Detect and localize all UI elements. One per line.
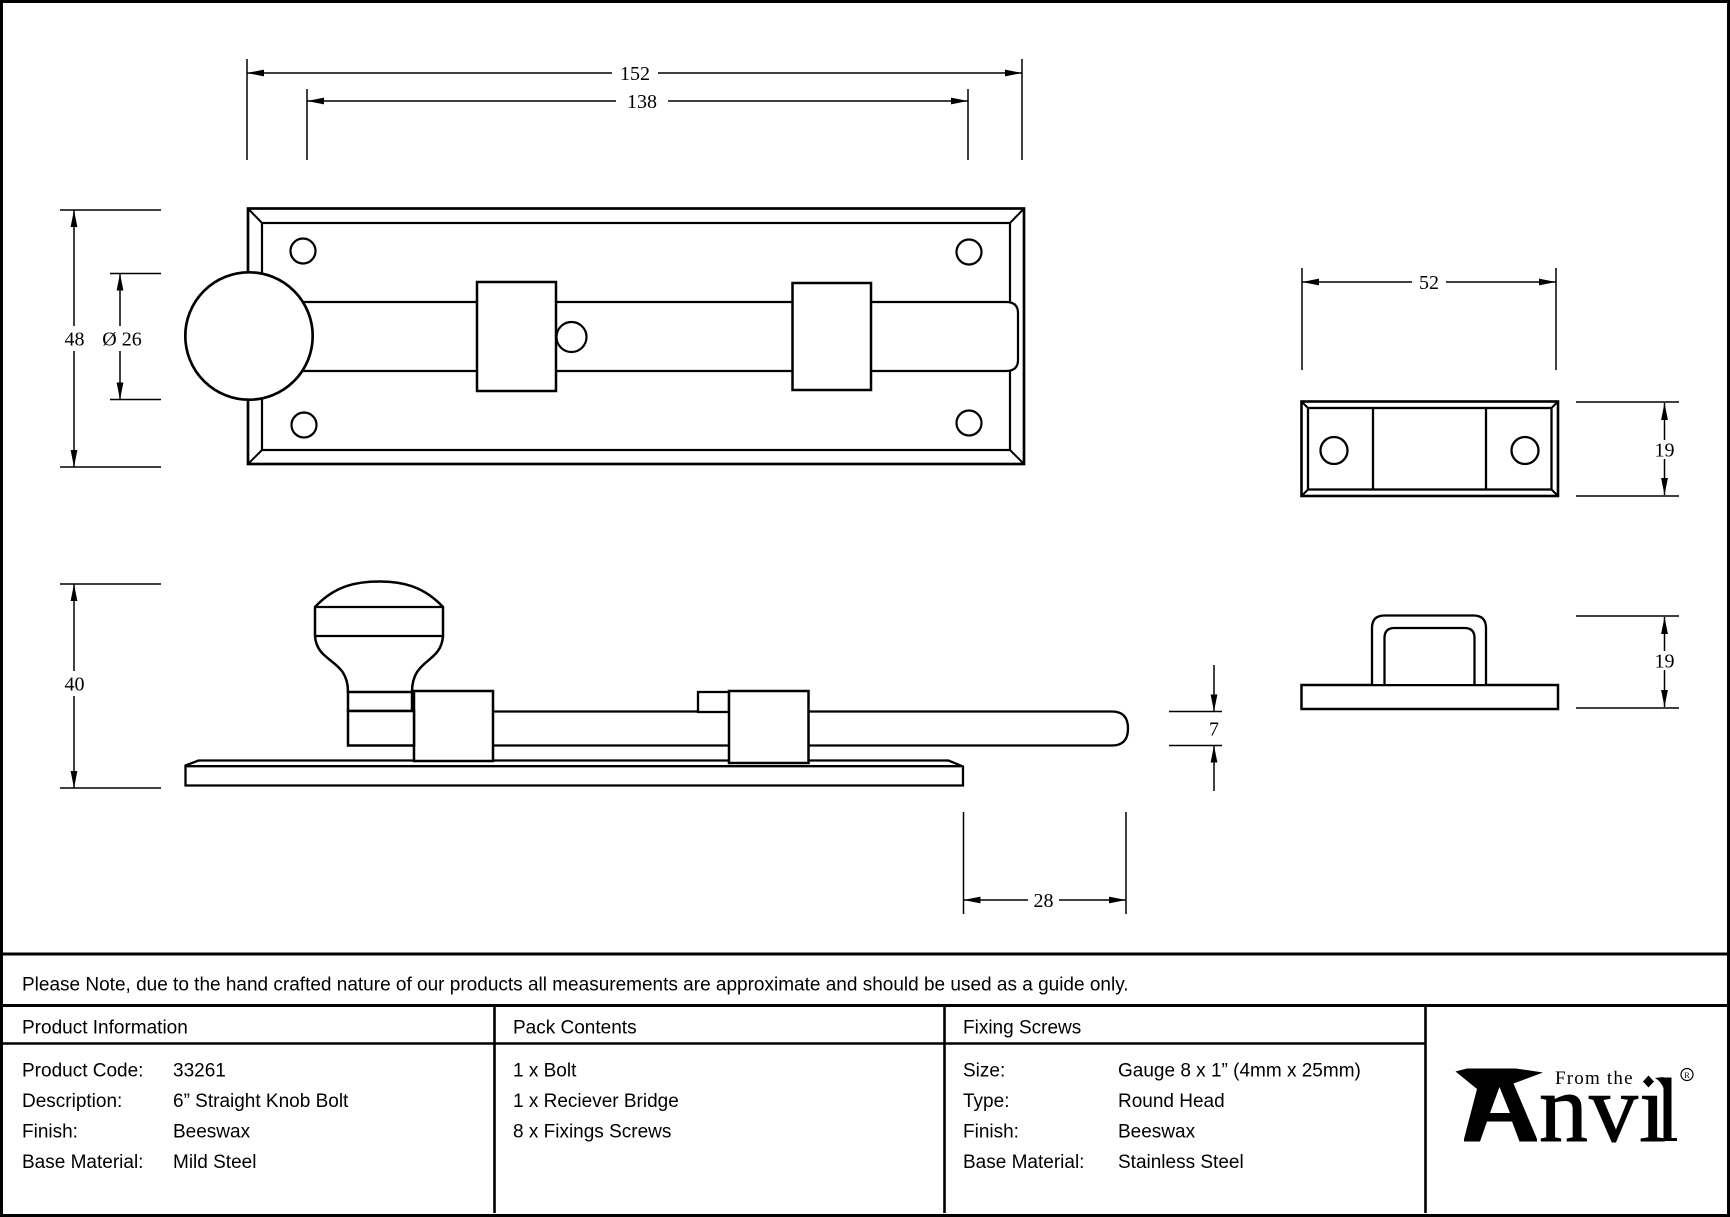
svg-text:40: 40	[65, 673, 85, 695]
svg-text:52: 52	[1419, 272, 1439, 294]
svg-text:Type:: Type:	[963, 1091, 1009, 1112]
svg-text:Fixing Screws: Fixing Screws	[963, 1018, 1081, 1039]
svg-text:1 x Bolt: 1 x Bolt	[513, 1061, 577, 1082]
svg-text:From the: From the	[1555, 1068, 1634, 1089]
svg-text:Base Material:: Base Material:	[22, 1152, 143, 1173]
svg-text:19: 19	[1655, 650, 1675, 672]
svg-text:Product Information: Product Information	[22, 1018, 188, 1039]
svg-text:Beeswax: Beeswax	[1118, 1122, 1196, 1143]
svg-text:Beeswax: Beeswax	[173, 1122, 251, 1143]
svg-text:v: v	[1589, 1055, 1638, 1163]
svg-text:Base Material:: Base Material:	[963, 1152, 1084, 1173]
svg-text:R: R	[1684, 1070, 1690, 1080]
svg-text:48: 48	[65, 328, 85, 350]
svg-text:138: 138	[627, 91, 657, 113]
svg-text:Size:: Size:	[963, 1061, 1005, 1082]
svg-text:Pack Contents: Pack Contents	[513, 1018, 637, 1039]
svg-text:Product Code:: Product Code:	[22, 1061, 143, 1082]
svg-text:28: 28	[1034, 890, 1054, 912]
svg-text:6” Straight Knob Bolt: 6” Straight Knob Bolt	[173, 1091, 349, 1112]
svg-text:19: 19	[1655, 439, 1675, 461]
svg-text:152: 152	[620, 63, 650, 85]
svg-text:n: n	[1539, 1055, 1588, 1163]
svg-text:ı: ı	[1639, 1055, 1666, 1163]
svg-text:Finish:: Finish:	[963, 1122, 1019, 1143]
svg-text:Description:: Description:	[22, 1091, 122, 1112]
svg-text:Please Note, due to the hand c: Please Note, due to the hand crafted nat…	[22, 975, 1129, 996]
svg-text:33261: 33261	[173, 1061, 226, 1082]
svg-text:Mild Steel: Mild Steel	[173, 1152, 256, 1173]
svg-text:7: 7	[1209, 718, 1219, 740]
svg-text:Stainless Steel: Stainless Steel	[1118, 1152, 1244, 1173]
svg-text:8 x Fixings Screws: 8 x Fixings Screws	[513, 1122, 671, 1143]
svg-text:Round Head: Round Head	[1118, 1091, 1225, 1112]
svg-text:Gauge 8 x 1” (4mm x 25mm): Gauge 8 x 1” (4mm x 25mm)	[1118, 1061, 1361, 1082]
svg-text:Ø 26: Ø 26	[102, 328, 141, 350]
svg-text:1 x Reciever Bridge: 1 x Reciever Bridge	[513, 1091, 679, 1112]
svg-text:Finish:: Finish:	[22, 1122, 78, 1143]
